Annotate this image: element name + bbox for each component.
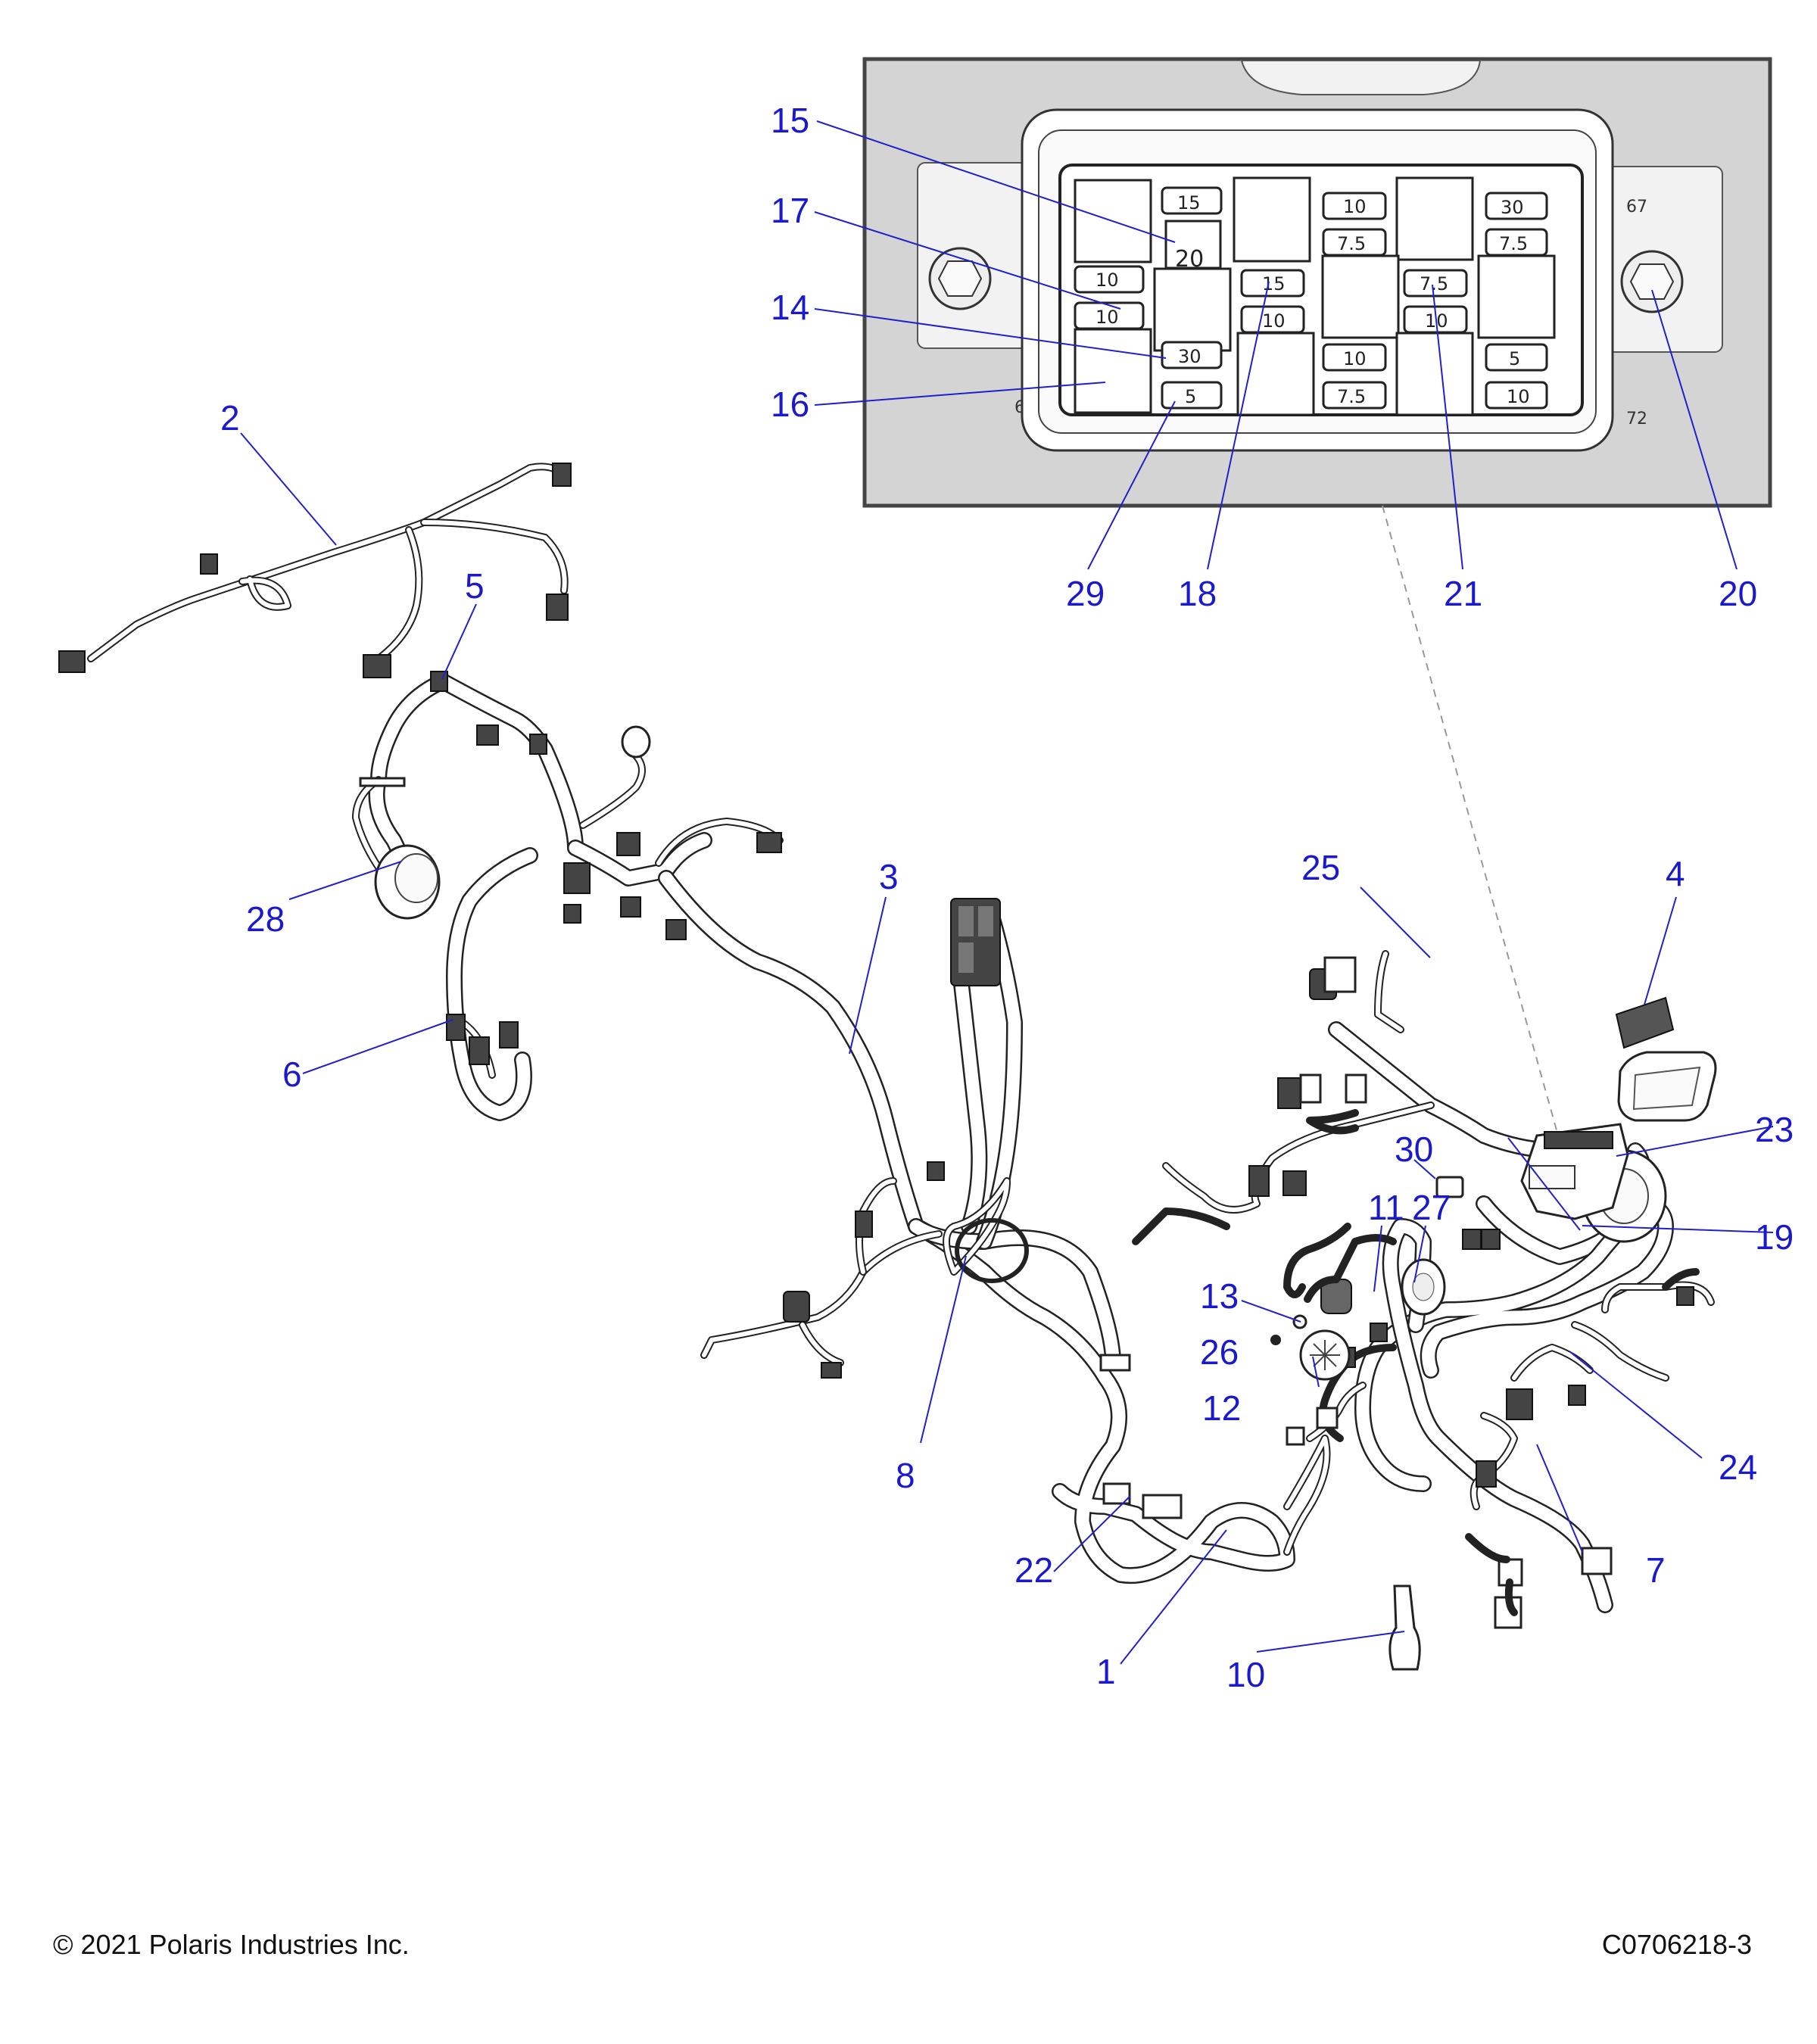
callouts: 15 17 14 16 29 18 21 20 2 5 3 4 25 28 6 … <box>220 101 1794 1694</box>
fuse-rating: 10 <box>1095 307 1119 328</box>
callout-14: 14 <box>771 288 809 327</box>
figure-id: C0706218-3 <box>1601 1929 1752 1960</box>
fuse-rating: 15 <box>1262 273 1286 294</box>
fuse-slot: 10 <box>1485 381 1548 410</box>
callout-23: 23 <box>1755 1110 1794 1149</box>
fuse-slot: 10 <box>1322 343 1387 372</box>
fuse-box-inset: 6 67 72 15 20 10 7.5 30 7.5 10 10 15 10 … <box>862 57 1772 508</box>
fuse-rating: 10 <box>1262 310 1286 332</box>
callout-28: 28 <box>246 899 285 939</box>
fuse-rating: 10 <box>1343 196 1367 217</box>
fuse-rating: 7.5 <box>1337 233 1366 254</box>
callout-11: 11 <box>1368 1188 1404 1227</box>
fuse-slot: 7.5 <box>1322 381 1387 410</box>
fuse-rating: 5 <box>1185 386 1196 407</box>
callout-20: 20 <box>1719 574 1757 613</box>
fuse-rating: 7.5 <box>1337 386 1366 407</box>
fuse-rating: 20 <box>1175 246 1204 273</box>
fuse-rating: 7.5 <box>1499 233 1528 254</box>
ecu-connector <box>950 898 1001 986</box>
motor-28 <box>374 844 441 920</box>
fuse-slot: 5 <box>1485 343 1548 372</box>
callout-1: 1 <box>1096 1652 1116 1691</box>
fuse-rating: 15 <box>1177 192 1201 213</box>
boot-10 <box>1388 1584 1421 1671</box>
callout-21: 21 <box>1444 574 1482 613</box>
callout-3: 3 <box>879 857 899 896</box>
callout-12: 12 <box>1202 1388 1241 1428</box>
harness-2 <box>58 463 572 678</box>
callout-4: 4 <box>1666 854 1685 893</box>
relay-30 <box>1435 1176 1464 1198</box>
callout-26: 26 <box>1200 1332 1239 1372</box>
callout-22: 22 <box>1014 1550 1053 1590</box>
fuse-box-23 <box>1520 1123 1629 1220</box>
fuse-slot: 30 <box>1485 192 1548 220</box>
fuse-slot: 30 <box>1161 341 1223 369</box>
callout-30: 30 <box>1395 1129 1433 1169</box>
fuse-rating: 10 <box>1095 270 1119 291</box>
side-label-bottom-right: 72 <box>1626 410 1647 428</box>
callout-19: 19 <box>1755 1217 1794 1257</box>
grommet-12 <box>1299 1329 1351 1381</box>
callout-17: 17 <box>771 191 809 230</box>
callout-2: 2 <box>220 398 240 438</box>
callout-7: 7 <box>1646 1550 1666 1590</box>
main-harness-1 <box>658 870 1331 1584</box>
leader-lines <box>240 120 1774 1665</box>
fuse-rating: 10 <box>1343 348 1367 369</box>
fuse-slot: 10 <box>1074 301 1145 330</box>
callout-6: 6 <box>282 1055 302 1094</box>
fuse-slot: 5 <box>1161 381 1223 410</box>
callout-24: 24 <box>1719 1447 1757 1487</box>
fuse-slot: 10 <box>1322 192 1387 220</box>
callout-13: 13 <box>1200 1276 1239 1316</box>
callout-15: 15 <box>771 101 809 140</box>
copyright-notice: © 2021 Polaris Industries Inc. <box>53 1929 410 1960</box>
callout-8: 8 <box>896 1456 915 1495</box>
grommet-27 <box>1401 1258 1446 1316</box>
fuse-slot: 7.5 <box>1403 269 1468 298</box>
callout-10: 10 <box>1226 1655 1265 1694</box>
fuse-slot: 20 <box>1164 220 1222 273</box>
callout-18: 18 <box>1178 574 1217 613</box>
fuse-slot: 10 <box>1074 265 1145 294</box>
fuse-slot: 10 <box>1240 305 1305 334</box>
bolt-icon <box>1620 250 1684 313</box>
callout-25: 25 <box>1301 848 1340 887</box>
fuse-rating: 5 <box>1509 348 1520 369</box>
fuse-rating: 7.5 <box>1420 273 1448 294</box>
cover-23 <box>1617 1051 1717 1122</box>
fuse-slot: 7.5 <box>1322 228 1387 257</box>
fuse-rating: 30 <box>1178 346 1201 367</box>
callout-27: 27 <box>1412 1188 1451 1227</box>
label-4 <box>1615 996 1675 1049</box>
fuse-slot: 7.5 <box>1485 228 1548 257</box>
fuse-rating: 10 <box>1507 386 1530 407</box>
side-label-top-right: 67 <box>1626 198 1647 217</box>
fuse-slot: 15 <box>1161 186 1223 215</box>
callout-29: 29 <box>1066 574 1105 613</box>
harness-6 <box>352 671 784 1121</box>
callout-5: 5 <box>465 566 485 606</box>
right-harness <box>1132 950 1717 1671</box>
fuse-slot: 15 <box>1240 269 1305 298</box>
fuse-rating: 30 <box>1501 197 1524 218</box>
callout-16: 16 <box>771 385 809 424</box>
